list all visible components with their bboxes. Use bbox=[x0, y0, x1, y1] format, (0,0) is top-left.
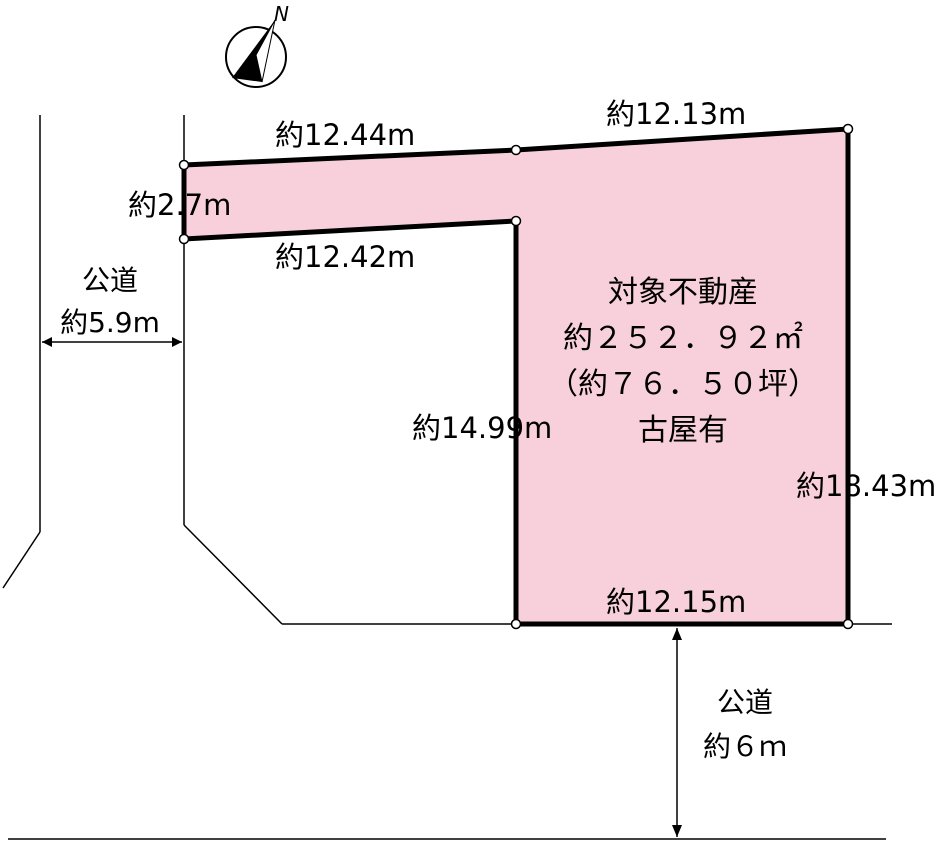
dim-top-right: 約12.13m bbox=[606, 97, 746, 131]
west-road-label: 公道 bbox=[82, 264, 138, 297]
north-arrow-icon bbox=[225, 19, 287, 88]
south-road-width-arrow bbox=[672, 628, 682, 837]
west-road-width-arrow bbox=[42, 337, 182, 347]
dim-inner-vertical: 約14.99m bbox=[412, 411, 552, 445]
south-road-width: 約６ｍ bbox=[703, 730, 787, 763]
dim-flag-bottom: 約12.42m bbox=[275, 240, 415, 274]
dim-left-short: 約2.7m bbox=[128, 188, 231, 222]
property-note: 古屋有 bbox=[638, 413, 728, 448]
south-road-label: 公道 bbox=[717, 686, 773, 719]
property-title: 対象不動産 bbox=[608, 275, 758, 310]
subject-lot bbox=[181, 126, 851, 627]
dim-right: 約18.43m bbox=[796, 469, 936, 503]
property-area-sqm: 約２５２．９２㎡ bbox=[563, 321, 803, 356]
north-label: N bbox=[274, 2, 289, 26]
dim-top-left: 約12.44m bbox=[275, 118, 415, 152]
property-area-tsubo: （約７６．５０坪） bbox=[548, 367, 818, 402]
road-lines bbox=[2, 115, 892, 840]
dim-bottom: 約12.15m bbox=[606, 585, 746, 619]
west-road-width: 約5.9m bbox=[60, 306, 160, 339]
lot-vertices bbox=[178, 123, 854, 630]
